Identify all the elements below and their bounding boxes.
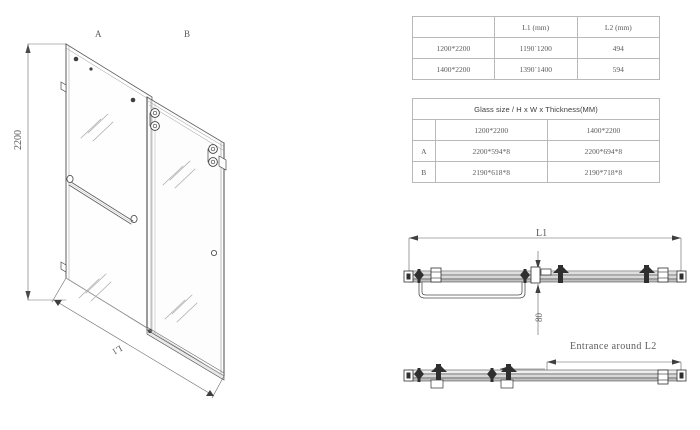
glass-table-title: Glass size / H x W x Thickness(MM) xyxy=(412,98,660,120)
handle-mount-left xyxy=(414,269,424,283)
isometric-shower-door-view xyxy=(25,43,227,399)
dimensions-row0-size: 1200*2200 xyxy=(412,37,495,59)
left-roller-carriage-2 xyxy=(430,364,447,389)
center-roller-carriage xyxy=(530,265,569,284)
table-row: 1400*2200 1390`1400 594 xyxy=(412,58,661,80)
wall-bracket-hardware xyxy=(60,81,67,273)
table-header-row: 1200*2200 1400*2200 xyxy=(412,119,661,141)
handle-mount-left-2 xyxy=(414,368,424,382)
glass-clamp-right-2 xyxy=(657,369,669,385)
glass-row-b-index: B xyxy=(412,161,436,183)
roller-wheel-assembly-right xyxy=(207,144,227,171)
table-row: B 2190*618*8 2190*718*8 xyxy=(412,161,661,183)
callout-label-b: B xyxy=(184,29,191,39)
roller-wheel-assembly-left xyxy=(149,108,160,131)
handle-mount-right xyxy=(520,269,530,283)
glass-header-size-2: 1400*2200 xyxy=(546,119,661,141)
table-row: 1200*2200 1190`1200 494 xyxy=(412,37,661,59)
glass-header-size-1: 1200*2200 xyxy=(434,119,548,141)
bottom-rail-section xyxy=(408,369,682,382)
plan-dimension-80 xyxy=(535,251,541,335)
plan-view-top xyxy=(403,235,687,335)
dimensions-row0-l1: 1190`1200 xyxy=(493,37,578,59)
panel-b-fixing-screw xyxy=(210,249,217,256)
glass-size-table: Glass size / H x W x Thickness(MM) 1200*… xyxy=(412,98,661,183)
dimensions-row1-size: 1400*2200 xyxy=(412,58,495,80)
glass-row-b-size-1: 2190*618*8 xyxy=(434,161,548,183)
handle-loop-plan xyxy=(418,282,526,299)
height-dimension-2200 xyxy=(25,43,67,301)
glass-reflection-b xyxy=(162,160,198,323)
glass-row-a-index: A xyxy=(412,140,436,162)
glass-row-a-size-2: 2200*694*8 xyxy=(546,140,661,162)
panel-a-fixing-screws xyxy=(73,56,136,103)
dimensions-table: L1 (mm) L2 (mm) 1200*2200 1190`1200 494 … xyxy=(412,16,661,80)
height-dimension-label: 2200 xyxy=(13,130,24,150)
dimensions-header-l2: L2 (mm) xyxy=(576,16,661,38)
plan-dimension-l1 xyxy=(408,235,682,275)
glass-panel-a xyxy=(65,43,153,332)
glass-clamp-right xyxy=(657,267,669,283)
right-roller-carriage xyxy=(639,265,655,283)
bottom-sill-track xyxy=(146,326,225,381)
glass-row-b-size-2: 2190*718*8 xyxy=(546,161,661,183)
glass-row-a-size-1: 2200*594*8 xyxy=(434,140,548,162)
plan-offset-dimension-label: 80 xyxy=(534,313,544,322)
dimensions-row0-l2: 494 xyxy=(576,37,661,59)
width-dimension-l1-iso xyxy=(51,277,225,399)
table-row: A 2200*594*8 2200*694*8 xyxy=(412,140,661,162)
dimensions-row1-l2: 594 xyxy=(576,58,661,80)
glass-panel-b xyxy=(146,96,225,377)
rail-end-cap-left xyxy=(403,270,414,283)
center-roller-carriage-2 xyxy=(500,364,517,389)
door-pull-handle xyxy=(66,174,138,225)
rail-end-cap-right xyxy=(676,270,687,283)
glass-reflection-a xyxy=(78,113,114,302)
callout-label-a: A xyxy=(95,29,102,39)
glass-header-blank xyxy=(412,119,436,141)
handle-mount-right-2 xyxy=(487,368,497,382)
table-header-row: L1 (mm) L2 (mm) xyxy=(412,16,661,38)
rail-end-cap-right-2 xyxy=(676,369,687,382)
dimensions-header-l1: L1 (mm) xyxy=(493,16,578,38)
glass-clamp-left xyxy=(430,267,442,283)
plan-view-bottom xyxy=(403,359,687,389)
glass-table-title-row: Glass size / H x W x Thickness(MM) xyxy=(412,98,660,120)
rail-end-cap-left-2 xyxy=(403,369,414,382)
dimensions-header-blank xyxy=(412,16,495,38)
plan-width-dimension-label: L1 xyxy=(536,228,548,239)
dimensions-row1-l1: 1390`1400 xyxy=(493,58,578,80)
entrance-note-label: Entrance around L2 xyxy=(570,341,657,352)
